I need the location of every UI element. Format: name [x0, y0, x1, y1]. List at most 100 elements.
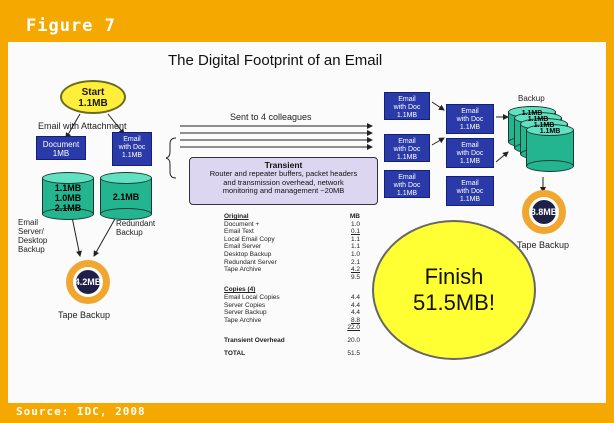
tape-backup-right-value: 8.8MB [531, 200, 557, 224]
table-row: Email Server 1.1 [224, 243, 360, 251]
tape-backup-left-icon: 4.2MB [66, 260, 110, 304]
recipient-1-line1: Email [398, 96, 416, 103]
server-value-3: 2.1MB [54, 203, 82, 213]
table-row-label: Redundant Server [224, 258, 277, 266]
recipient-box-5: Email with Doc 1.1MB [384, 170, 430, 198]
recipient-5-line1: Email [398, 174, 416, 181]
backup-value-2: 1.1MB [527, 116, 549, 123]
table-row: Redundant Server 2.1 [224, 259, 360, 267]
table-row-label: Email Local Copies [224, 293, 280, 301]
recipient-2-line1: Email [461, 108, 479, 115]
table-transient-value: 20.0 [347, 336, 360, 344]
server-value-1: 1.1MB [54, 183, 82, 193]
server-label-line2: Server/ [18, 227, 44, 236]
server-label-line3: Desktop [18, 236, 48, 245]
tape-backup-right-icon: 8.8MB [522, 190, 566, 234]
table-total-label: TOTAL [224, 349, 246, 357]
arrow-recipient-2 [431, 137, 445, 146]
redundant-label-line1: Redundant [116, 219, 156, 228]
table-row-value: 4.2 [350, 266, 360, 274]
server-label-line1: Email [18, 218, 39, 227]
recipient-6-line3: 1.1MB [459, 196, 481, 203]
arrow-recipient-4 [495, 151, 509, 163]
recipient-2-line3: 1.1MB [459, 124, 481, 131]
email-doc-line2: with Doc [118, 144, 146, 151]
redundant-label-line2: Backup [116, 228, 143, 237]
redundant-backup-label: Redundant Backup [116, 219, 155, 237]
email-with-attachment-label: Email with Attachment [38, 121, 127, 131]
recipient-5-line3: 1.1MB [396, 190, 418, 197]
backup-value-3: 1.1MB [533, 122, 555, 129]
table-row-label: Document + [224, 220, 260, 228]
figure-header: Figure 7 [8, 10, 606, 40]
start-ellipse: Start 1.1MB [60, 80, 126, 114]
start-label: Start [81, 87, 105, 98]
recipient-6-line2: with Doc [456, 188, 484, 195]
recipient-4-line2: with Doc [456, 150, 484, 157]
table-subtotal-original: 9.5 [350, 273, 360, 281]
table-row-value: 1.1 [350, 243, 360, 251]
finish-total: 51.5MB! [413, 290, 495, 315]
tape-backup-right-label: Tape Backup [517, 240, 570, 250]
transient-line1: Router and repeater buffers, packet head… [209, 169, 358, 178]
table-row-label: Tape Archive [224, 316, 262, 324]
redundant-backup-cylinder: 2.1MB [100, 172, 152, 220]
table-header-label: Original [224, 213, 249, 220]
tape-backup-left-label: Tape Backup [58, 310, 111, 320]
recipient-box-4: Email with Doc 1.1MB [446, 138, 494, 168]
email-server-label: Email Server/ Desktop Backup [18, 218, 47, 254]
table-subtotal-row: 9.5 [224, 274, 360, 282]
server-label-line4: Backup [18, 245, 45, 254]
arrow-start-to-document [65, 113, 81, 139]
backup-value-1: 1.1MB [521, 110, 543, 117]
table-row-value: 4.4 [350, 309, 360, 317]
backup-label: Backup [518, 94, 545, 103]
server-value-2: 1.0MB [54, 193, 82, 203]
sent-to-colleagues-label: Sent to 4 colleagues [230, 112, 312, 122]
recipient-4-line1: Email [461, 142, 479, 149]
table-copies-header: Copies (4) [224, 286, 256, 294]
table-header-unit: MB [349, 213, 360, 220]
email-with-doc-box: Email with Doc 1.1MB [112, 132, 152, 166]
recipient-5-line2: with Doc [393, 182, 421, 189]
recipient-4-line3: 1.1MB [459, 158, 481, 165]
table-row: Email Local Copies 4.4 [224, 294, 360, 302]
recipient-3-line1: Email [398, 138, 416, 145]
table-row: Server Backup 4.4 [224, 309, 360, 317]
recipient-3-line2: with Doc [393, 146, 421, 153]
recipient-1-line2: with Doc [393, 104, 421, 111]
connector-lines [65, 101, 546, 257]
figure-label: Figure 7 [26, 16, 116, 36]
arrow-redundant-to-tape [93, 216, 117, 257]
transient-title: Transient [264, 160, 303, 170]
table-row-value: 4.4 [350, 293, 360, 301]
recipient-2-line2: with Doc [456, 116, 484, 123]
recipient-1-line3: 1.1MB [396, 112, 418, 119]
recipient-3-line3: 1.1MB [396, 154, 418, 161]
table-row-value: 2.1 [350, 258, 360, 266]
document-box-line2: 1MB [52, 149, 70, 158]
source-credit: Source: IDC, 2008 [16, 405, 146, 418]
finish-circle: Finish 51.5MB! [372, 220, 536, 360]
table-copies-header-row: Copies (4) [224, 286, 360, 294]
table-row-value: 1.0 [350, 220, 360, 228]
transient-box: Transient Router and repeater buffers, p… [189, 157, 378, 205]
table-row-label: Email Server [224, 243, 262, 251]
transient-line2: and transmission overhead, network [223, 177, 344, 187]
finish-label: Finish [424, 264, 484, 289]
document-box-line1: Document [42, 140, 80, 149]
table-header-row: Original MB [224, 213, 360, 221]
table-subtotal-row: 22.0 [224, 324, 360, 332]
arrow-recipient-1 [431, 101, 445, 111]
table-row-label: Local Email Copy [224, 235, 275, 243]
table-row-label: Server Backup [224, 309, 267, 317]
